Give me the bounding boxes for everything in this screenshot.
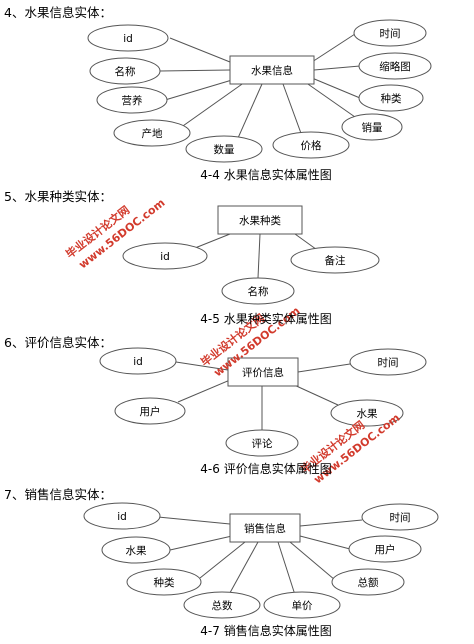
section-heading-review-info: 6、评价信息实体： (4, 335, 112, 350)
svg-text:用户: 用户 (375, 543, 396, 556)
entity-label: 水果信息 (251, 64, 293, 77)
attr-comment: 评论 (225, 429, 299, 457)
svg-text:总数: 总数 (212, 599, 233, 612)
svg-text:种类: 种类 (381, 92, 402, 105)
attr-nutrition: 营养 (96, 86, 168, 114)
attr-time: 时间 (361, 503, 439, 531)
svg-text:id: id (123, 33, 133, 45)
attr-note: 备注 (290, 246, 380, 274)
svg-text:用户: 用户 (140, 405, 161, 418)
section-heading-fruit-category: 5、水果种类实体： (4, 189, 112, 204)
svg-text:产地: 产地 (142, 127, 163, 140)
attr-id: id (83, 502, 161, 530)
svg-text:id: id (133, 356, 143, 368)
attr-sales: 销量 (341, 113, 403, 141)
entity-fruit-category: 水果种类 (217, 205, 303, 235)
diagram-fruit-category: 水果种类 id 名称 备注 (122, 205, 380, 305)
attr-thumbnail: 缩略图 (358, 52, 432, 80)
diagram-fruit-info: 水果信息 id 名称 营养 产地 数量 (87, 19, 432, 163)
attr-origin: 产地 (113, 119, 191, 147)
svg-text:销售信息: 销售信息 (244, 522, 286, 535)
diagram-sales-info: 销售信息 id 水果 种类 总数 单价 (83, 502, 439, 619)
svg-text:时间: 时间 (390, 511, 411, 524)
svg-text:时间: 时间 (380, 27, 401, 40)
figure-caption-4-6: 4-6 评价信息实体属性图 (200, 462, 332, 476)
section-heading-sales-info: 7、销售信息实体： (4, 487, 112, 502)
attr-fruit: 水果 (101, 536, 171, 564)
svg-text:数量: 数量 (214, 143, 235, 156)
svg-text:水果: 水果 (126, 545, 147, 557)
attr-category: 种类 (358, 84, 424, 112)
attr-price: 价格 (272, 131, 350, 159)
svg-text:价格: 价格 (301, 139, 322, 152)
attr-category: 种类 (126, 568, 202, 596)
svg-text:缩略图: 缩略图 (379, 60, 411, 73)
svg-text:评价信息: 评价信息 (242, 366, 284, 379)
entity-review-info: 评价信息 (227, 357, 299, 387)
svg-text:营养: 营养 (122, 94, 143, 107)
svg-text:销量: 销量 (362, 121, 383, 134)
svg-text:id: id (160, 251, 170, 263)
figure-caption-4-5: 4-5 水果种类实体属性图 (200, 312, 332, 326)
attr-time: 时间 (349, 348, 427, 376)
svg-text:水果种类: 水果种类 (239, 214, 281, 227)
svg-text:id: id (117, 511, 127, 523)
svg-text:名称: 名称 (115, 65, 136, 78)
attr-total-count: 总数 (183, 591, 261, 619)
svg-text:名称: 名称 (248, 285, 269, 298)
entity-fruit-info: 水果信息 (229, 55, 315, 85)
figure-caption-4-4: 4-4 水果信息实体属性图 (200, 168, 332, 182)
attr-id: id (99, 347, 177, 375)
svg-text:备注: 备注 (325, 254, 346, 267)
svg-text:总额: 总额 (358, 576, 379, 589)
attr-fruit: 水果 (330, 399, 404, 427)
svg-text:时间: 时间 (378, 356, 399, 369)
attr-name: 名称 (221, 277, 295, 305)
svg-text:水果: 水果 (357, 408, 378, 420)
attr-unit-price: 单价 (263, 591, 341, 619)
attr-id: id (122, 242, 208, 270)
diagram-review-info: 评价信息 id 用户 评论 水果 时间 (99, 347, 427, 457)
entity-sales-info: 销售信息 (229, 513, 301, 543)
attr-user: 用户 (114, 397, 186, 425)
attr-id: id (87, 24, 169, 52)
attr-total-amount: 总额 (331, 568, 405, 596)
figure-caption-4-7: 4-7 销售信息实体属性图 (200, 624, 332, 638)
attr-time: 时间 (353, 19, 427, 47)
attr-quantity: 数量 (185, 135, 263, 163)
attr-name: 名称 (89, 57, 161, 85)
svg-text:评论: 评论 (252, 437, 273, 450)
section-heading-fruit-info: 4、水果信息实体： (4, 5, 112, 20)
svg-text:种类: 种类 (154, 576, 175, 589)
attr-user: 用户 (348, 535, 422, 563)
svg-text:单价: 单价 (292, 600, 313, 612)
